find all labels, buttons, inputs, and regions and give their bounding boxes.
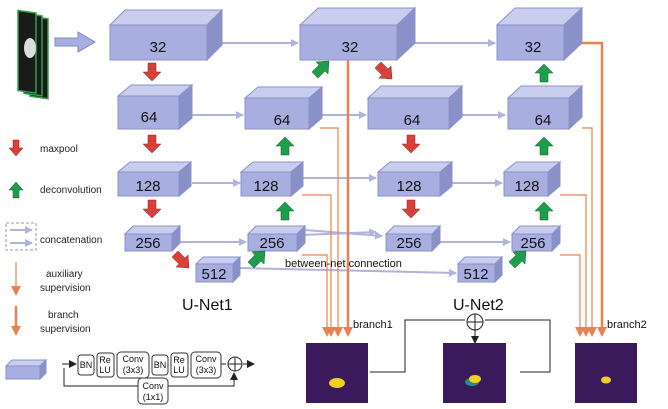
legend-deconvolution: deconvolution (40, 185, 102, 196)
conv-label-top: Conv (195, 354, 217, 364)
block-unet1-128: 128 (116, 160, 193, 198)
legend-branch-2: supervision (40, 324, 91, 335)
legend-auxiliary-1: auxiliary (46, 269, 83, 280)
block-unet2-128: 128 (376, 160, 454, 198)
residual-block-legend-icon (4, 358, 48, 381)
deconvolution-legend-icon (8, 181, 24, 199)
block-label: 256 (396, 235, 421, 252)
relu-label-top: Re (173, 355, 185, 365)
conv-label-top: Conv (122, 354, 144, 364)
block-decoder2-64: 64 (506, 84, 584, 131)
block-decoder2-256: 256 (510, 224, 562, 253)
concatenation-legend-icon (5, 222, 37, 251)
block-label: 128 (514, 178, 539, 195)
bn-label: BN (80, 360, 93, 370)
block-label: 64 (274, 112, 291, 129)
block-unet1-512: 512 (194, 255, 242, 284)
block-unet2-256: 256 (384, 224, 442, 253)
block-unet1-256: 256 (123, 224, 182, 253)
legend-maxpool: maxpool (40, 144, 78, 155)
output-image-branch2 (575, 343, 637, 403)
skip-conv-label-bottom: (1x1) (143, 392, 164, 402)
block-decoder2-32: 32 (495, 6, 584, 62)
block-label: 128 (396, 178, 421, 195)
legend-auxiliary-2: supervision (40, 283, 91, 294)
relu-label-bottom: LU (99, 365, 111, 375)
concatenation-arrows (180, 39, 511, 277)
input-arrow (54, 31, 96, 53)
output-image-fused (443, 343, 506, 403)
block-label: 32 (525, 39, 542, 56)
branch2-label: branch2 (607, 319, 647, 331)
deconvolution-arrows (247, 60, 554, 269)
block-decoder1-256: 256 (246, 224, 307, 253)
legend-concatenation: concatenation (40, 235, 102, 246)
maxpool-legend-icon (8, 139, 24, 157)
legend-branch-1: branch (48, 310, 79, 321)
block-decoder1-64: 64 (243, 85, 324, 131)
block-label: 256 (259, 235, 284, 252)
branch1-label: branch1 (353, 319, 393, 331)
block-unet1-64: 64 (116, 83, 194, 131)
block-unet2-512: 512 (456, 255, 504, 284)
output-image-branch1 (306, 343, 368, 403)
bn-label: BN (154, 360, 167, 370)
conv-label-bottom: (3x3) (123, 365, 144, 375)
relu-label-top: Re (99, 355, 111, 365)
maxpool-arrows (142, 61, 421, 269)
block-label: 128 (135, 178, 160, 195)
block-unet2-64: 64 (366, 84, 464, 131)
block-decoder2-128: 128 (502, 160, 562, 198)
block-decoder1-32: 32 (298, 6, 417, 62)
block-label: 256 (135, 235, 160, 252)
unet2-label: U-Net2 (453, 297, 504, 314)
residual-block-diagram: BN Re LU Conv (3x3) BN Re LU Conv (3x3) … (62, 351, 255, 405)
block-label: 512 (463, 266, 488, 283)
between-net-connection-label: between-net connection (285, 258, 402, 270)
block-decoder1-128: 128 (239, 160, 305, 198)
relu-label-bottom: LU (173, 365, 185, 375)
supervision-lines (302, 41, 607, 337)
block-label: 512 (201, 266, 226, 283)
block-label: 64 (141, 109, 158, 126)
legend: maxpool deconvolution concatenation auxi… (4, 139, 102, 381)
conv-label-bottom: (3x3) (196, 365, 217, 375)
block-label: 128 (253, 178, 278, 195)
unet1-label: U-Net1 (182, 297, 233, 314)
block-unet1-32: 32 (108, 8, 224, 62)
input-image-stack (17, 9, 49, 100)
block-label: 32 (150, 39, 167, 56)
block-label: 64 (404, 112, 421, 129)
block-label: 32 (342, 39, 359, 56)
block-label: 256 (520, 235, 545, 252)
fusion-connector (370, 313, 551, 373)
block-label: 64 (535, 112, 552, 129)
skip-conv-label-top: Conv (142, 381, 164, 391)
